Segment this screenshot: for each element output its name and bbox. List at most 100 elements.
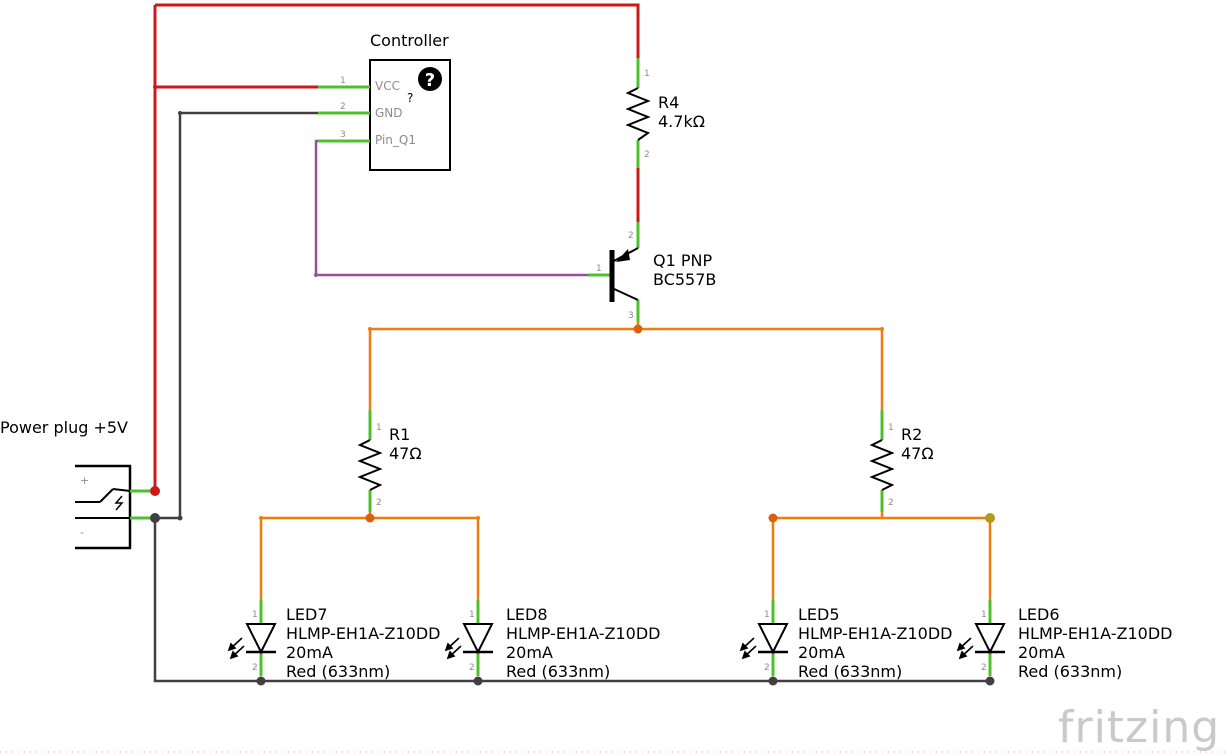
resistor-r1-zigzag [357, 439, 383, 491]
junction-led8-gnd [473, 676, 483, 686]
led7[interactable]: 1 2 LED7 HLMP-EH1A-Z10DD 20mA Red (633nm… [227, 600, 440, 681]
r2-pin-1: 1 [888, 423, 894, 433]
junction-led6-gnd [985, 676, 995, 686]
r1-name: R1 [389, 425, 410, 444]
transistor-q1[interactable]: 2 1 3 Q1 PNP BC557B [588, 222, 716, 322]
led6-current: 20mA [1018, 643, 1065, 662]
led-wires [259, 322, 992, 600]
led8-pin-1: 1 [469, 610, 475, 620]
help-icon-glyph: ? [425, 70, 435, 91]
power-plug-name: Power plug +5V [0, 418, 128, 437]
vcc-wire-left[interactable] [130, 5, 157, 493]
controller-pin-num-1: 1 [340, 76, 346, 86]
led8-color: Red (633nm) [506, 662, 610, 681]
power-plug[interactable]: Power plug +5V + - [0, 418, 152, 550]
led6-color: Red (633nm) [1018, 662, 1122, 681]
led7-current: 20mA [286, 643, 333, 662]
junction-led7-gnd [256, 676, 266, 686]
r4-pin-2: 2 [644, 150, 650, 160]
led6-pin-2: 2 [981, 663, 987, 673]
signal-wires [314, 139, 588, 277]
led5-pin-2: 2 [764, 663, 770, 673]
junction-led5-gnd [768, 676, 778, 686]
q1-pin-2: 2 [628, 231, 634, 241]
r1-pin-1: 1 [376, 423, 382, 433]
led5-pin-1: 1 [764, 610, 770, 620]
led7-name: LED7 [286, 605, 328, 624]
led8-light-arrows-icon [444, 637, 462, 660]
led5[interactable]: 1 2 LED5 HLMP-EH1A-Z10DD 20mA Red (633nm… [739, 600, 952, 681]
led5-name: LED5 [798, 605, 840, 624]
q1-name: Q1 PNP [653, 251, 712, 270]
led8-current: 20mA [506, 643, 553, 662]
r1-pin-2: 2 [376, 498, 382, 508]
wire-q1-collector-bus[interactable] [368, 327, 884, 410]
resistor-r2-zigzag [869, 439, 895, 491]
controller-pin-num-3: 3 [340, 130, 346, 140]
led7-color: Red (633nm) [286, 662, 390, 681]
gnd-wire-bottom[interactable] [153, 518, 990, 683]
controller-pin-vcc: VCC [375, 79, 400, 93]
led6-diode-symbol [974, 623, 1006, 655]
junction-gnd-plug [150, 513, 160, 523]
junction-dots [150, 85, 995, 686]
controller-part[interactable]: Controller 1 2 3 VCC GND Pin_Q1 ? ? [318, 31, 451, 171]
junction-q1-collector [633, 324, 643, 334]
led8[interactable]: 1 2 LED8 HLMP-EH1A-Z10DD 20mA Red (633nm… [444, 600, 660, 681]
resistor-r1[interactable]: 1 2 R1 47Ω [357, 410, 422, 512]
led7-pin-2: 2 [252, 663, 258, 673]
led5-diode-symbol [757, 623, 789, 655]
controller-pin-num-2: 2 [340, 102, 346, 112]
power-plug-bolt-icon [114, 495, 124, 511]
led5-light-arrows-icon [739, 637, 757, 660]
junction-vcc-plug [150, 486, 160, 496]
power-plug-plus: + [80, 474, 89, 487]
r2-pin-2: 2 [888, 498, 894, 508]
junction-r1-bus [365, 513, 375, 523]
junction-r2-bus-left [768, 513, 778, 523]
help-icon[interactable] [418, 67, 442, 91]
gnd-wires [130, 111, 990, 683]
resistor-r4[interactable]: 1 2 R4 4.7kΩ [625, 58, 705, 168]
fritzing-logo: fritzing [1058, 702, 1220, 753]
resistor-r4-zigzag [625, 87, 651, 141]
led7-pin-1: 1 [252, 610, 258, 620]
vcc-wire-top[interactable] [155, 3, 640, 58]
led6[interactable]: 1 2 LED6 HLMP-EH1A-Z10DD 20mA Red (633nm… [956, 600, 1172, 681]
led8-diode-symbol [462, 623, 494, 655]
led5-color: Red (633nm) [798, 662, 902, 681]
q1-pin-3: 3 [628, 311, 634, 321]
power-plug-body [75, 464, 132, 550]
power-plug-minus: - [80, 526, 84, 539]
led8-part: HLMP-EH1A-Z10DD [506, 624, 660, 643]
controller-pin-gnd: GND [375, 106, 403, 120]
junction-gnd-controller [177, 515, 183, 521]
r1-value: 47Ω [389, 444, 422, 463]
controller-pin-q1: Pin_Q1 [375, 133, 416, 147]
r2-value: 47Ω [901, 444, 934, 463]
led8-pin-2: 2 [469, 663, 475, 673]
wire-r2-bus[interactable] [771, 516, 992, 600]
q1-pin-1: 1 [596, 264, 602, 274]
led7-diode-symbol [245, 623, 277, 655]
resistor-r2[interactable]: 1 2 R2 47Ω [869, 410, 934, 512]
led6-part: HLMP-EH1A-Z10DD [1018, 624, 1172, 643]
led5-part: HLMP-EH1A-Z10DD [798, 624, 952, 643]
led6-name: LED6 [1018, 605, 1060, 624]
q1-emitter-arrow [616, 249, 630, 262]
r4-name: R4 [658, 93, 679, 112]
controller-title: Controller [370, 31, 449, 50]
junction-r2-bus-right [985, 513, 995, 523]
wire-r1-bus[interactable] [259, 516, 480, 600]
led8-name: LED8 [506, 605, 548, 624]
gnd-wire-controller[interactable] [178, 111, 318, 518]
signal-wire-pin-q1[interactable] [314, 139, 588, 277]
q1-part: BC557B [653, 270, 716, 289]
controller-pin-legs [318, 85, 370, 143]
r4-value: 4.7kΩ [658, 112, 705, 131]
led5-current: 20mA [798, 643, 845, 662]
led6-pin-1: 1 [981, 610, 987, 620]
led7-light-arrows-icon [227, 637, 245, 660]
r4-pin-1: 1 [644, 69, 650, 79]
